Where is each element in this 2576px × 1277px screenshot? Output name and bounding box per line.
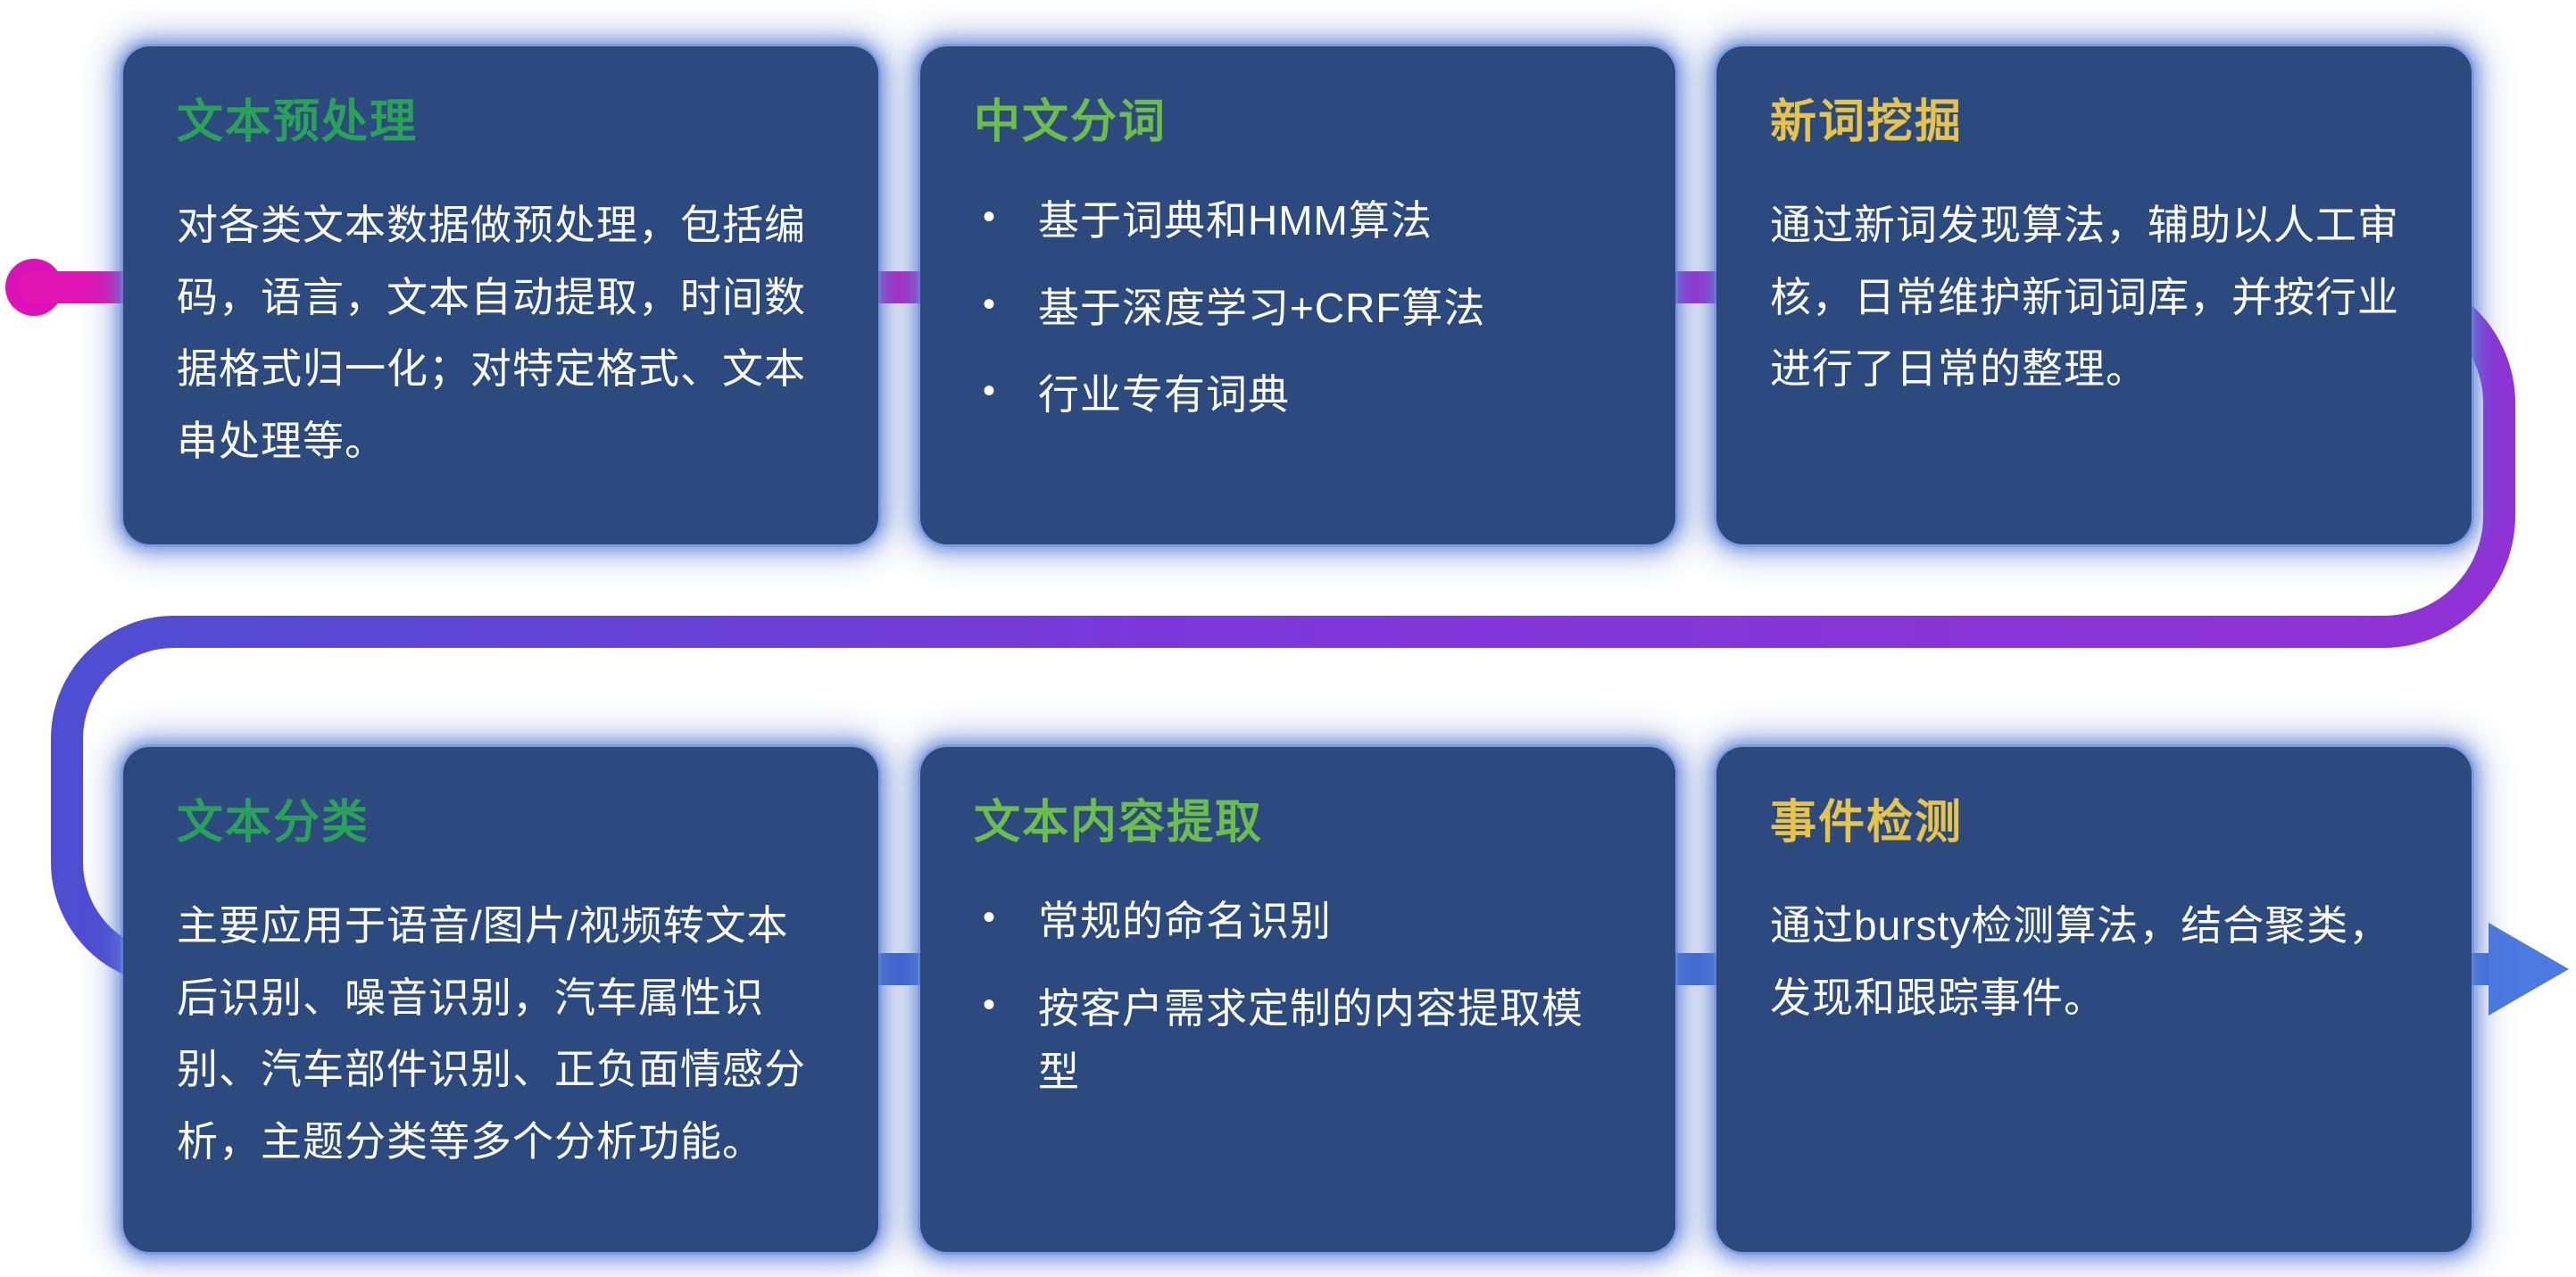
card-title: 文本分类 [177,797,370,849]
card-title: 文本内容提取 [974,797,1264,849]
card-new-word-mining: 新词挖掘 通过新词发现算法，辅助以人工审核，日常维护新词词库，并按行业进行了日常… [1716,46,2472,544]
card-body: 主要应用于语音/图片/视频转文本后识别、噪音识别，汽车属性识别、汽车部件识别、正… [177,902,806,1165]
card-event-detection: 事件检测 通过bursty检测算法，结合聚类，发现和跟踪事件。 [1716,747,2472,1252]
card-text-preprocessing: 文本预处理 对各类文本数据做预处理，包括编码，语言，文本自动提取，时间数据格式归… [123,46,878,544]
bullet-item: 基于词典和HMM算法 [974,189,1622,253]
card-bullet-list: 基于词典和HMM算法 基于深度学习+CRF算法 行业专有词典 [974,189,1622,427]
bullet-item: 按客户需求定制的内容提取模型 [974,977,1622,1105]
card-title: 文本预处理 [177,96,419,148]
card-body: 通过新词发现算法，辅助以人工审核，日常维护新词词库，并按行业进行了日常的整理。 [1770,202,2399,393]
card-title: 新词挖掘 [1770,96,1964,148]
card-text-classification: 文本分类 主要应用于语音/图片/视频转文本后识别、噪音识别，汽车属性识别、汽车部… [123,747,878,1252]
card-bullet-list: 常规的命名识别 按客户需求定制的内容提取模型 [974,890,1622,1104]
card-chinese-word-segmentation: 中文分词 基于词典和HMM算法 基于深度学习+CRF算法 行业专有词典 [920,46,1675,544]
card-title: 中文分词 [974,96,1168,148]
bullet-item: 行业专有词典 [974,363,1622,427]
flow-segment-middle [51,500,2515,985]
bullet-item: 常规的命名识别 [974,890,1622,953]
card-body: 对各类文本数据做预处理，包括编码，语言，文本自动提取，时间数据格式归一化；对特定… [177,202,806,464]
card-title: 事件检测 [1770,797,1964,849]
bullet-item: 基于深度学习+CRF算法 [974,277,1622,340]
flow-arrow-icon [2489,923,2569,1016]
card-body: 通过bursty检测算法，结合聚类，发现和跟踪事件。 [1770,902,2391,1021]
card-text-content-extraction: 文本内容提取 常规的命名识别 按客户需求定制的内容提取模型 [920,747,1675,1252]
